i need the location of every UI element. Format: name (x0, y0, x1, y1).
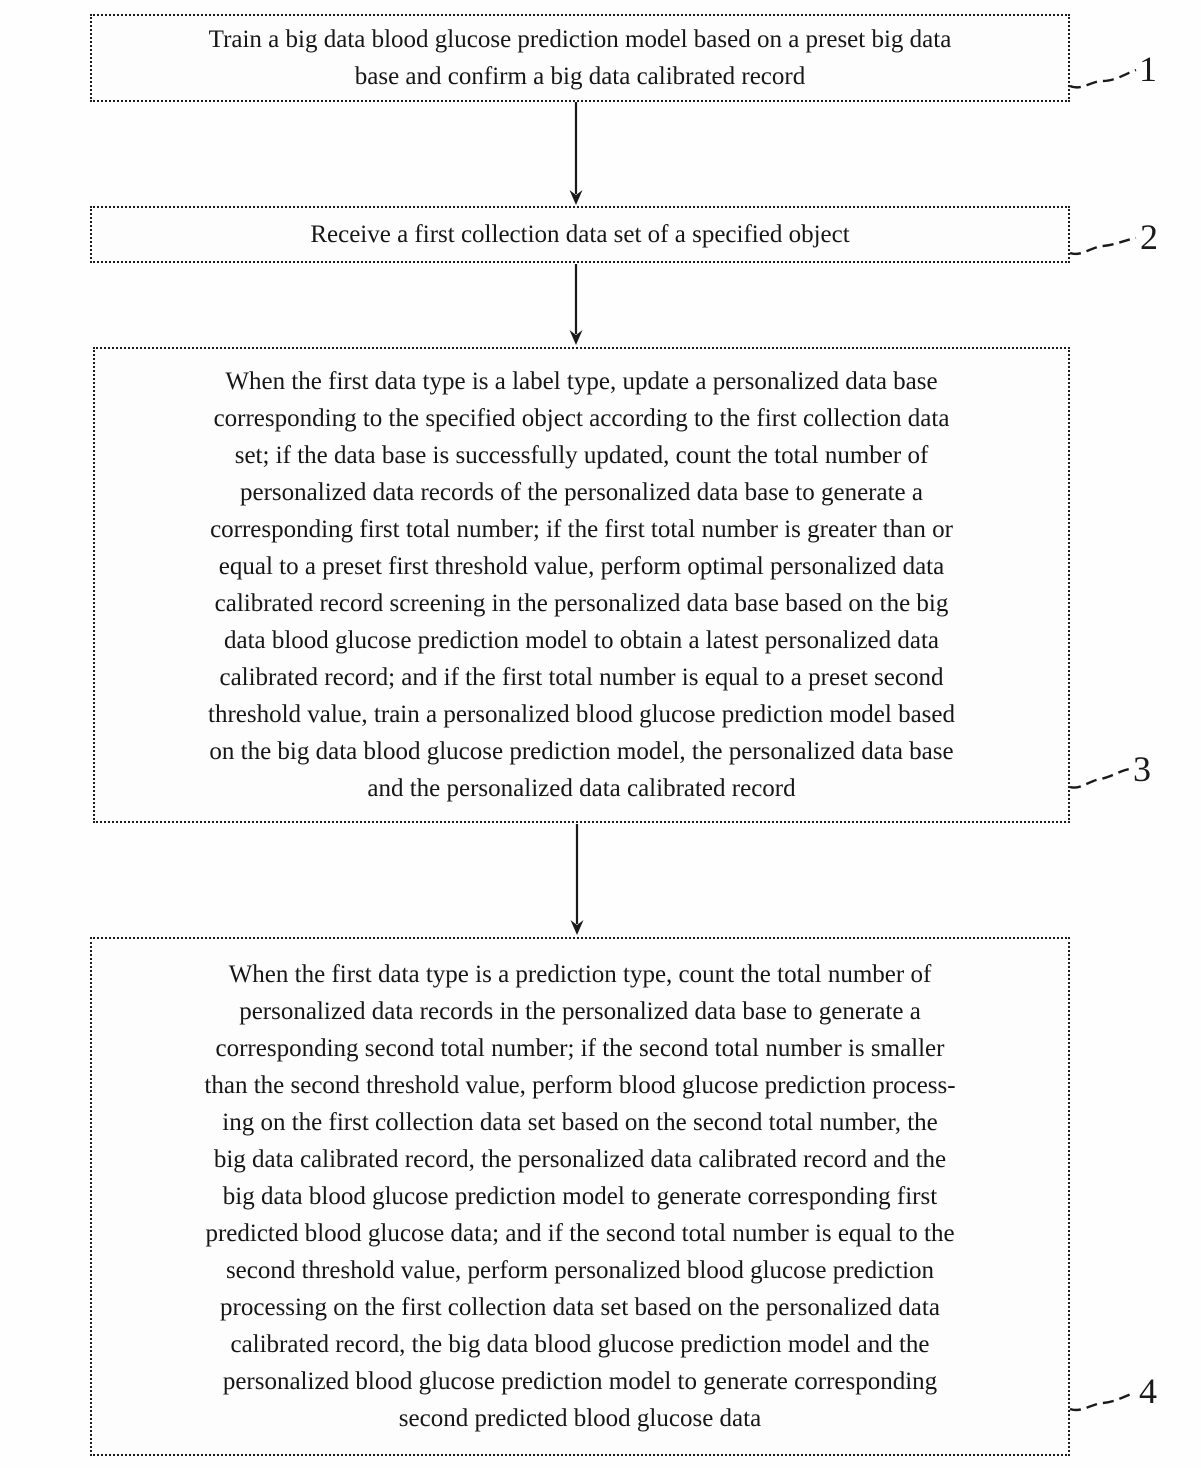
flow-arrow-2-3 (569, 264, 583, 345)
flow-step-4-box: When the first data type is a prediction… (90, 937, 1070, 1456)
flow-step-1-text: Train a big data blood glucose predictio… (208, 26, 952, 90)
flow-step-4-text: When the first data type is a prediction… (204, 961, 956, 1432)
ref-numeral-3: 3 (1133, 749, 1151, 789)
leader-line-1 (1069, 68, 1137, 89)
flow-arrow-1-2 (569, 102, 583, 205)
ref-numeral-2: 2 (1140, 217, 1158, 257)
ref-numeral-4: 4 (1139, 1371, 1157, 1411)
flow-step-2-text: Receive a first collection data set of a… (310, 221, 850, 248)
leader-line-4 (1069, 1391, 1135, 1412)
flow-step-2-box: Receive a first collection data set of a… (90, 206, 1070, 263)
flow-step-3-box: When the first data type is a label type… (93, 347, 1070, 823)
ref-numeral-1: 1 (1139, 49, 1157, 89)
leader-line-3 (1069, 767, 1131, 789)
leader-line-2 (1069, 236, 1137, 256)
flow-step-1-box: Train a big data blood glucose predictio… (90, 14, 1070, 102)
flow-step-3-text: When the first data type is a label type… (208, 368, 955, 802)
flow-arrow-3-4 (570, 824, 584, 935)
